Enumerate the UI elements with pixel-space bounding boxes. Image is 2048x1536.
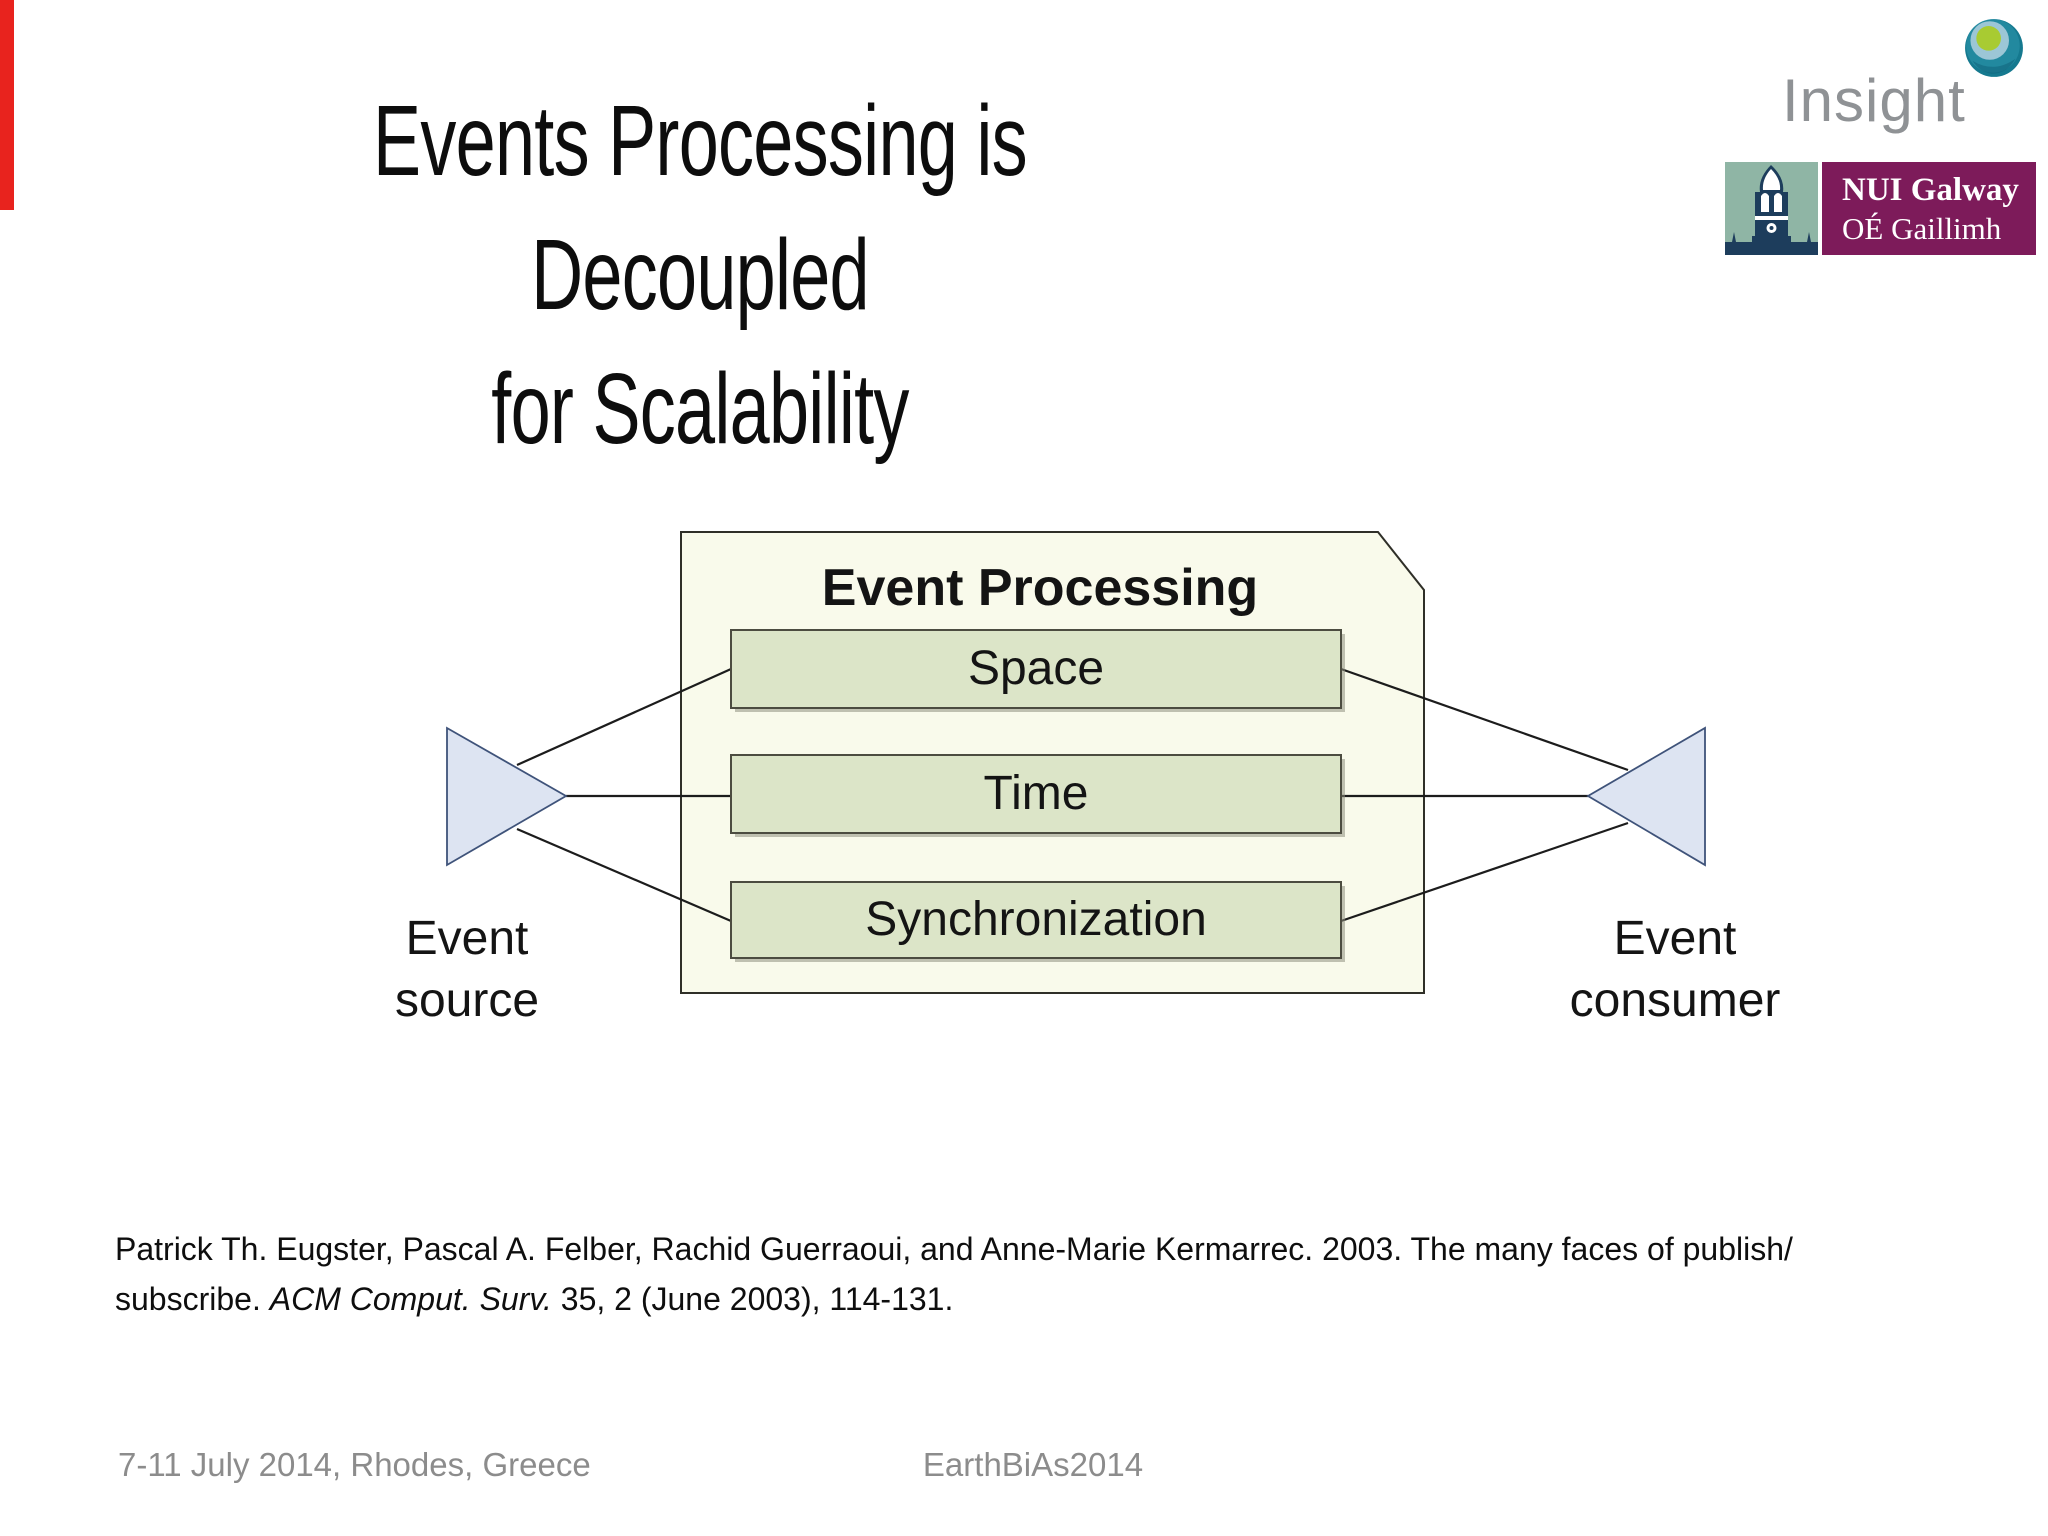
footer-date-location: 7-11 July 2014, Rhodes, Greece [118,1446,591,1483]
decoupling-boxes [730,629,1345,962]
slide-title-line2: for Scalability [491,353,909,465]
nui-tower-icon [1725,162,1818,255]
citation-line2: subscribe. ACM Comput. Surv. 35, 2 (June… [115,1274,1815,1324]
footer-conference: EarthBiAs2014 [922,1446,1144,1483]
citation: Patrick Th. Eugster, Pascal A. Felber, R… [115,1224,1815,1324]
event-consumer-label-line2: consumer [1569,974,1781,1027]
event-consumer-label: Event consumer [1525,908,1825,1032]
event-source-label-line1: Event [405,912,529,965]
citation-line2-post: 35, 2 (June 2003), 114-131. [551,1281,954,1317]
event-processing-title: Event Processing [821,559,1259,617]
citation-journal: ACM Comput. Surv. [269,1281,552,1317]
space-box [730,629,1342,709]
event-source-label: Event source [327,908,607,1032]
event-source-label-line2: source [394,974,540,1027]
connector-lines [516,667,1629,923]
red-edge-strip [0,0,14,210]
insight-sphere-icon [1965,19,2023,77]
nui-logo-line1: NUI Galway [1842,171,2019,208]
nui-galway-logo: NUI Galway OÉ Gaillimh [1725,162,2036,255]
citation-line1: Patrick Th. Eugster, Pascal A. Felber, R… [115,1231,1793,1267]
nui-logo-divider [1818,162,1822,255]
time-box [730,754,1342,834]
insight-logo-text: Insight [1782,67,1966,134]
space-label: Space [967,642,1105,695]
nui-logo-line2: OÉ Gaillimh [1842,210,2002,246]
synchronization-label: Synchronization [865,893,1207,946]
event-consumer-label-line1: Event [1613,912,1737,965]
event-consumer-triangle [1586,726,1706,867]
slide-title: Events Processing is Decoupled for Scala… [196,74,1204,476]
slide-title-line1: Events Processing is Decoupled [373,85,1028,331]
event-source-triangle [446,726,568,867]
citation-line2-pre: subscribe. [115,1281,270,1317]
nui-logo-textblock: NUI Galway OÉ Gaillimh [1822,162,2036,255]
time-label: Time [983,767,1089,820]
synchronization-box [730,881,1342,959]
